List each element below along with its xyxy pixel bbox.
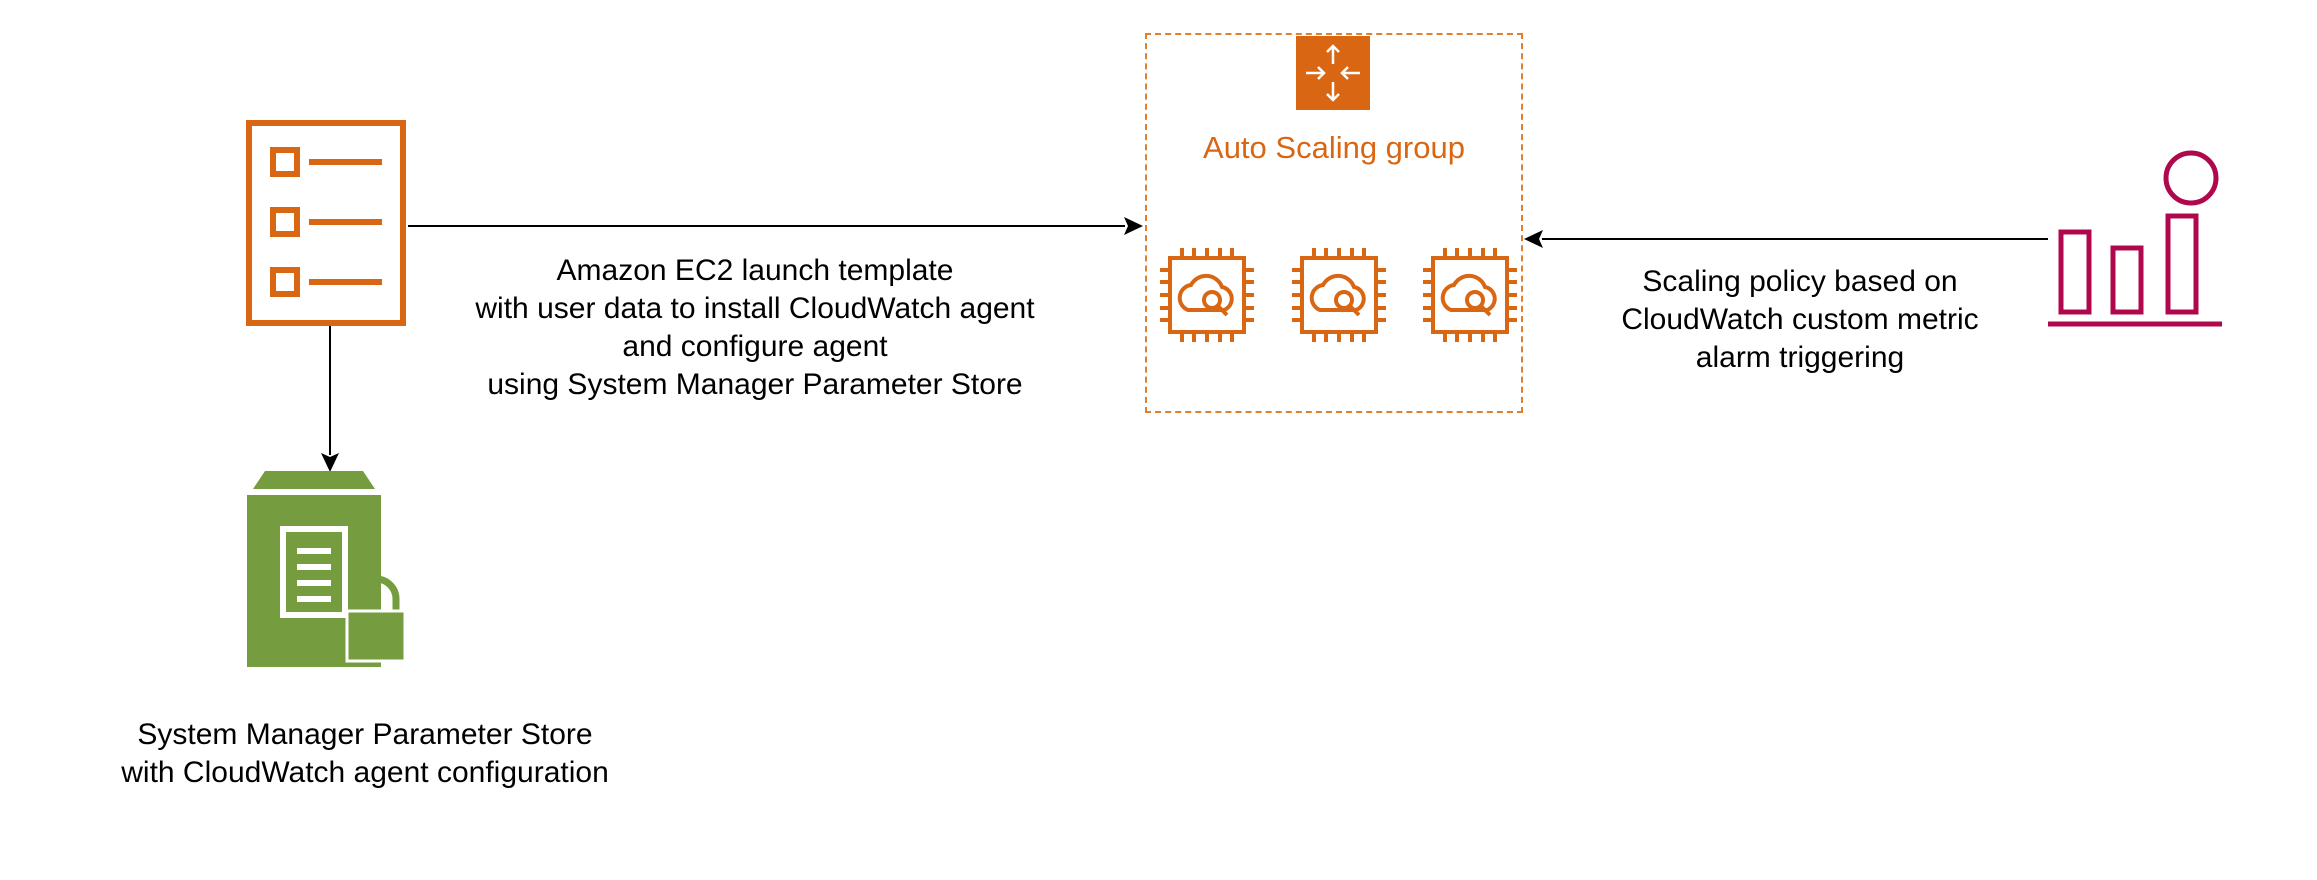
launch-template-edge-label: Amazon EC2 launch template with user dat… bbox=[405, 252, 1105, 404]
scaling-policy-label-line: alarm triggering bbox=[1695, 341, 1905, 374]
cloudwatch-metric-icon bbox=[2048, 150, 2222, 327]
scaling-policy-label-line: Scaling policy based on bbox=[1642, 265, 1958, 298]
auto-scaling-icon bbox=[1296, 36, 1370, 110]
launch-template-icon bbox=[246, 120, 406, 326]
launch-template-label-line: Amazon EC2 launch template bbox=[556, 254, 954, 287]
parameter-store-label: System Manager Parameter Store with Clou… bbox=[20, 716, 710, 792]
scaling-policy-edge-label: Scaling policy based on CloudWatch custo… bbox=[1560, 263, 2040, 377]
parameter-store-icon bbox=[247, 471, 407, 667]
ec2-instance-monitoring-icon bbox=[1423, 248, 1517, 342]
parameter-store-label-line: System Manager Parameter Store bbox=[137, 718, 593, 751]
arrow-metric-to-asg bbox=[1524, 230, 2048, 248]
auto-scaling-group-title: Auto Scaling group bbox=[1203, 130, 1465, 165]
lock-icon bbox=[345, 575, 407, 663]
scaling-policy-label-line: CloudWatch custom metric bbox=[1621, 303, 1979, 336]
launch-template-label-line: using System Manager Parameter Store bbox=[487, 368, 1023, 401]
parameter-store-label-line: with CloudWatch agent configuration bbox=[121, 756, 609, 789]
auto-scaling-group-container bbox=[1145, 33, 1523, 413]
launch-template-label-line: with user data to install CloudWatch age… bbox=[475, 292, 1035, 325]
arrow-template-to-asg bbox=[408, 217, 1143, 235]
arrow-template-to-parameter-store bbox=[321, 325, 339, 472]
ec2-instance-monitoring-icon bbox=[1160, 248, 1254, 342]
ec2-instance-monitoring-icon bbox=[1292, 248, 1386, 342]
launch-template-label-line: and configure agent bbox=[622, 330, 888, 363]
